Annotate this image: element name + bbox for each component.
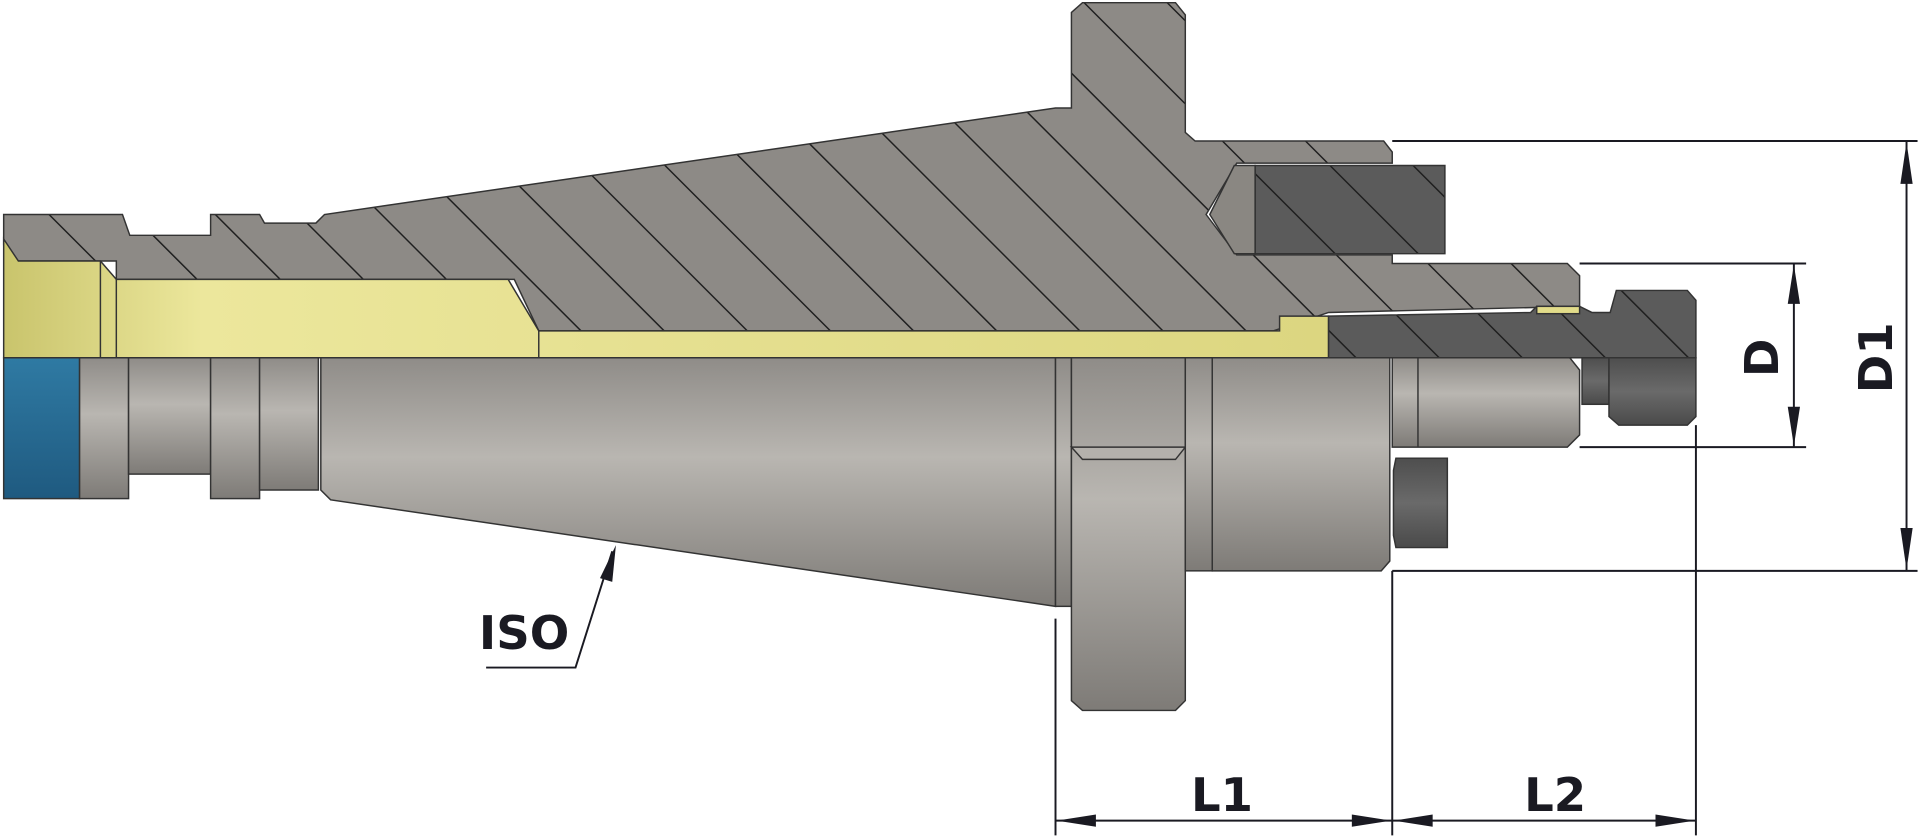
label-l2: L2 [1524,768,1586,822]
dimension-d: D [1579,262,1807,449]
dimension-d1: D1 [1392,140,1918,572]
label-d: D [1735,338,1789,377]
collar [1211,357,1391,572]
hex-key-nut [1392,457,1449,549]
blue-ring [2,357,81,500]
insert-cone [1208,164,1256,255]
label-iso: ISO [479,606,569,660]
dark-insert [1254,164,1446,255]
dimension-l1-l2: L1 L2 [1054,425,1697,836]
arbor-pin [1391,357,1581,448]
label-l1: L1 [1191,768,1253,822]
label-d1: D1 [1849,322,1903,393]
iso-callout: ISO [479,545,616,669]
flange [1070,357,1187,712]
screw-head [1608,357,1697,426]
iso-taper [320,357,1057,608]
